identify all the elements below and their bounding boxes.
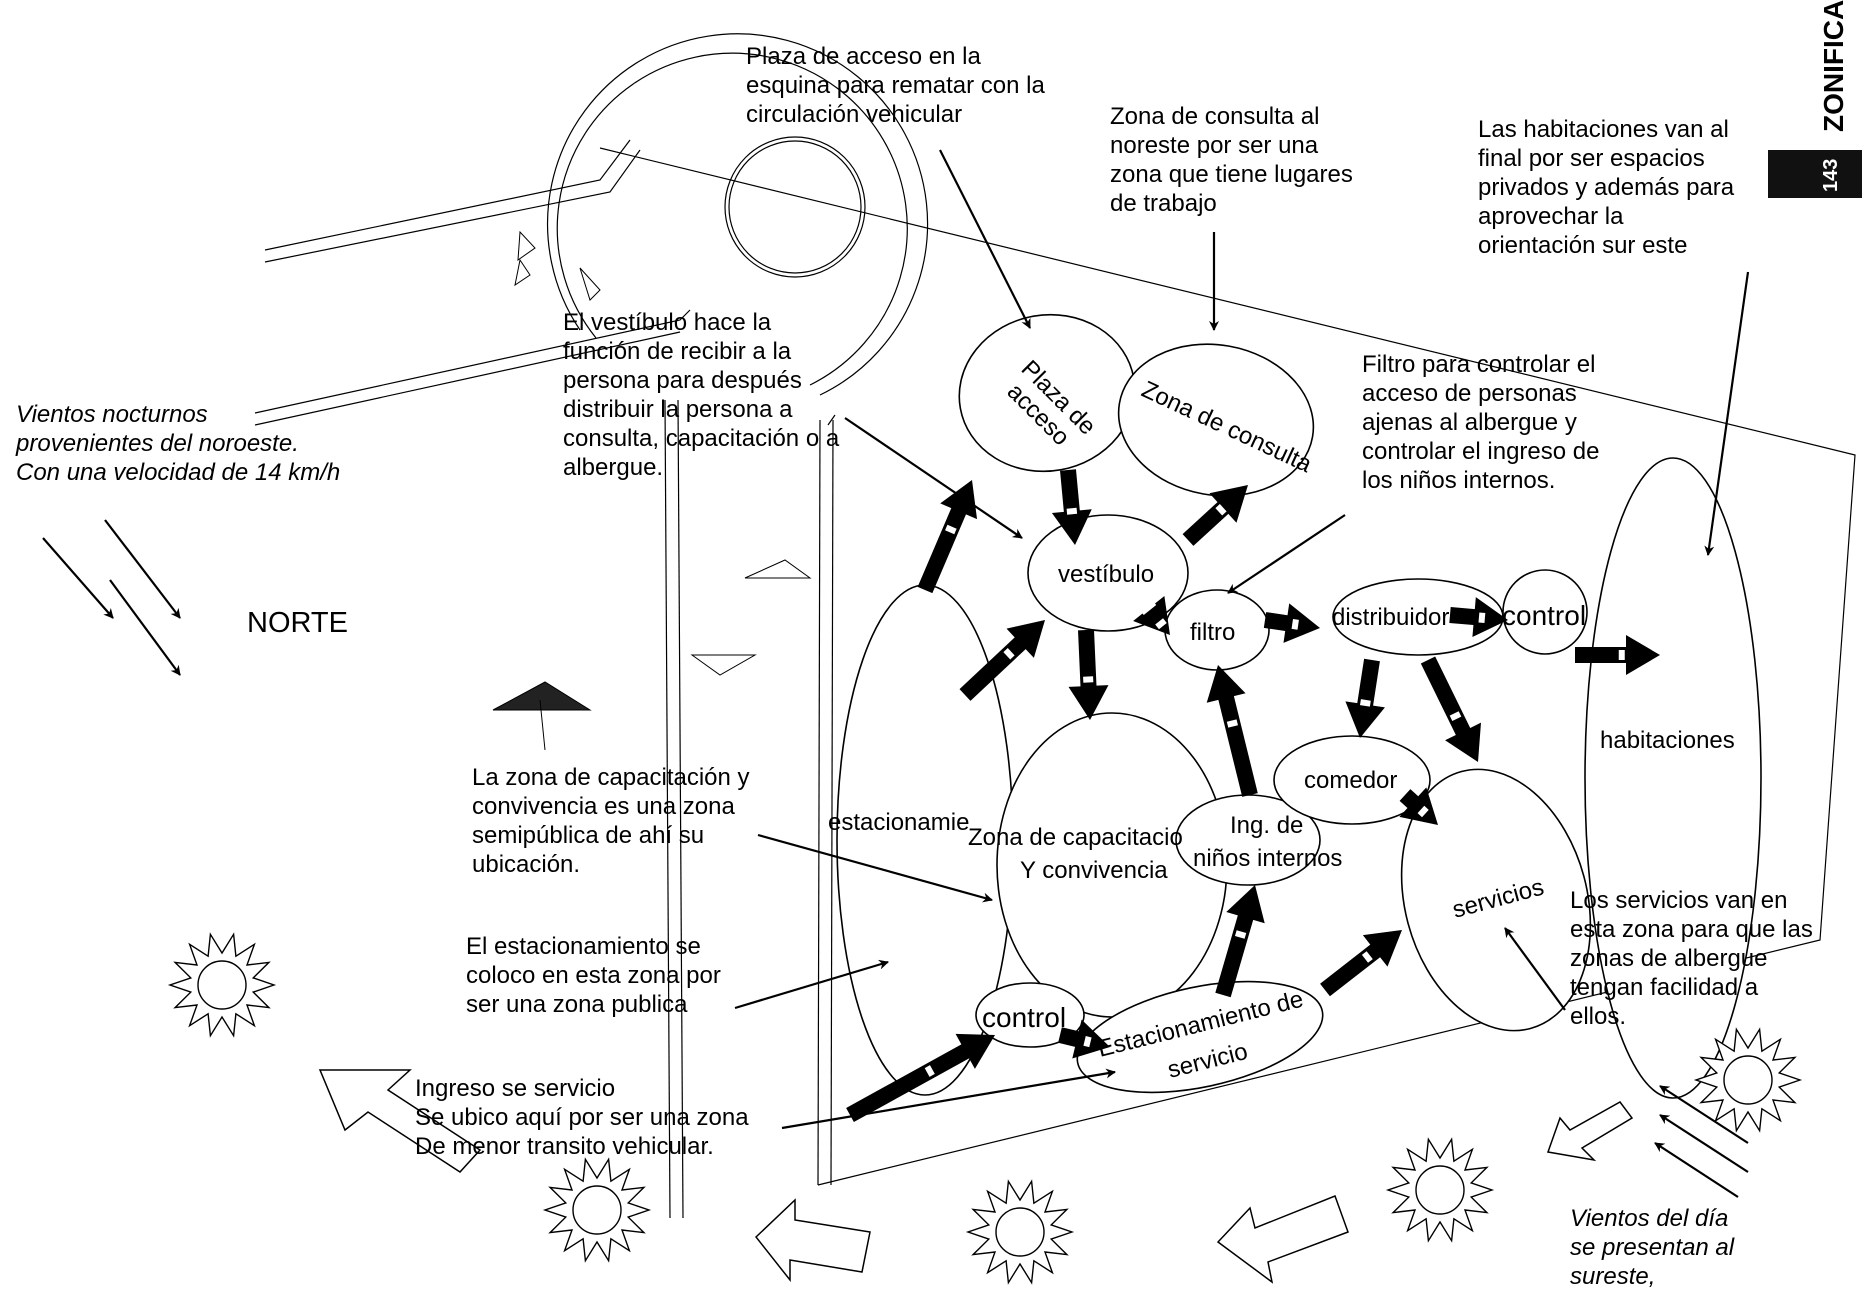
flow-arrow-notch: [1003, 648, 1015, 660]
note-servicios: Los servicios van en esta zona para que …: [1570, 887, 1813, 1030]
flow-arrow-notch: [1155, 618, 1167, 630]
flow-arrow-notch: [1618, 650, 1625, 660]
note-habitaciones: Las habitaciones van al final por ser es…: [1478, 116, 1735, 259]
wind-arrow-icon: [1546, 1101, 1634, 1162]
flow-arrow-notch: [1083, 1036, 1092, 1048]
flow-arrow: [1449, 597, 1508, 638]
sun-icon: [965, 1179, 1075, 1285]
north-label: NORTE: [247, 607, 348, 639]
flow-arrow-notch: [1449, 711, 1462, 721]
flow-arrow-notch: [1361, 951, 1373, 963]
site-plan: [254, 33, 1856, 1219]
flow-arrow-notch: [1478, 612, 1486, 623]
comedor-bubble: [1273, 735, 1431, 825]
flow-arrow-notch: [1291, 619, 1299, 630]
zone-bubbles: [836, 313, 1762, 1099]
estacionamiento-servicio-bubble: [1076, 980, 1324, 1094]
flow-arrow: [1575, 635, 1660, 675]
flow-arrow-notch: [1066, 507, 1078, 515]
flow-arrow: [1420, 656, 1481, 762]
hatched-markers: [492, 230, 812, 751]
note-plaza: Plaza de acceso en la esquina para remat…: [746, 43, 1045, 128]
flow-arrow: [1345, 658, 1385, 738]
servicios-bubble: [1400, 768, 1592, 1032]
flow-arrow: [1182, 485, 1248, 546]
control-bottom-label: control: [982, 1002, 1066, 1033]
flow-arrow: [1215, 885, 1265, 998]
zona-consulta-bubble: [1117, 343, 1315, 497]
flow-arrow: [846, 1033, 995, 1123]
control-bottom-bubble: [975, 982, 1085, 1048]
vestibulo-bubble: [1027, 514, 1189, 632]
page-title: ZONIFICA: [1818, 0, 1849, 132]
sun-icon: [1693, 1027, 1803, 1133]
sun-icon: [167, 932, 277, 1038]
flow-arrow: [1058, 1019, 1110, 1059]
flow-arrow: [917, 480, 978, 594]
estacionamiento-label: estacionamie: [828, 809, 969, 836]
note-vientos-dia: Vientos del día se presentan al sureste,: [1570, 1205, 1735, 1290]
flow-arrow-notch: [945, 524, 957, 535]
flow-arrow-notch: [1417, 805, 1429, 818]
sun-icon: [542, 1157, 652, 1263]
flow-arrow-notch: [1360, 699, 1371, 707]
habitaciones-bubble: [1584, 457, 1762, 1099]
capacitacion-label: Zona de capacitacio: [968, 824, 1183, 851]
vestibulo-label: vestíbulo: [1058, 561, 1154, 588]
note-estacionamiento: El estacionamiento se coloco en esta zon…: [466, 933, 721, 1018]
flow-arrow: [1399, 787, 1438, 825]
page-number: 143: [1820, 158, 1842, 192]
comedor-label: comedor: [1304, 767, 1397, 794]
note-capacitacion: La zona de capacitación y convivencia es…: [472, 764, 750, 878]
ing-ninos-label-2: niños internos: [1193, 845, 1342, 872]
wind-arrow-icon: [754, 1198, 871, 1283]
leader-arrows: [42, 149, 1750, 1198]
control-top-bubble: [1502, 569, 1588, 655]
wind-arrow-icon: [318, 1069, 482, 1173]
flow-arrow: [1320, 930, 1402, 997]
filtro-label: filtro: [1190, 619, 1235, 646]
flow-arrow-notch: [924, 1065, 935, 1077]
ing-ninos-label: Ing. de: [1230, 812, 1303, 839]
flow-arrow-notch: [1226, 719, 1238, 728]
flow-arrow: [1051, 469, 1092, 545]
note-ingreso-servicio: Ingreso se servicio Se ubico aquí por se…: [415, 1075, 749, 1160]
note-vientos-nocturnos: Vientos nocturnos provenientes del noroe…: [16, 401, 341, 486]
control-top-label: control: [1502, 600, 1586, 631]
sun-icons: [167, 932, 1803, 1285]
distribuidor-label: distribuidor: [1332, 604, 1449, 631]
wind-arrow-icon: [1216, 1195, 1349, 1284]
flow-arrow: [1263, 603, 1320, 643]
flow-arrow: [1206, 665, 1258, 797]
note-vestibulo: El vestíbulo hace la función de recibir …: [563, 309, 840, 481]
flow-arrows: [846, 469, 1660, 1123]
sun-icon: [1385, 1137, 1495, 1243]
flow-arrow: [1068, 629, 1109, 720]
flow-arrow-notch: [1215, 504, 1227, 516]
note-filtro: Filtro para controlar el acceso de perso…: [1362, 351, 1600, 494]
flow-arrow-notch: [1234, 930, 1247, 939]
flow-arrow-notch: [1083, 676, 1094, 683]
habitaciones-label: habitaciones: [1600, 727, 1735, 754]
hollow-wind-arrows: [318, 1069, 1634, 1284]
page-number-tab: [1768, 150, 1862, 198]
flow-arrow: [959, 620, 1045, 701]
note-consulta: Zona de consulta al noreste por ser una …: [1110, 103, 1353, 217]
capacitacion-label-2: Y convivencia: [1020, 857, 1168, 884]
